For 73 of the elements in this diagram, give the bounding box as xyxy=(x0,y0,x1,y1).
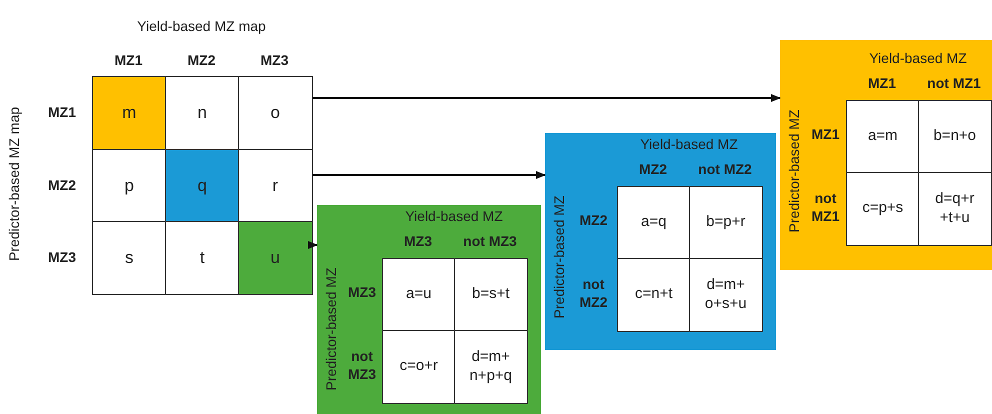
column-header: MZ2 xyxy=(186,52,216,68)
matrix-cell xyxy=(846,172,920,246)
cell-value: b=s+t xyxy=(472,285,510,304)
matrix-cell xyxy=(454,330,528,404)
cell-value: q xyxy=(198,174,207,196)
row-header: MZ2 xyxy=(47,176,77,192)
axis-title: Predictor-based MZ xyxy=(323,266,339,392)
row-header: not MZ1 xyxy=(810,190,840,225)
matrix-cell xyxy=(165,148,240,222)
cell-value: s xyxy=(125,247,134,269)
cell-value: b=p+r xyxy=(706,213,746,232)
matrix-cell xyxy=(165,76,240,150)
row-header: MZ2 xyxy=(578,212,608,230)
cell-value: r xyxy=(272,174,278,196)
cell-value: t xyxy=(200,247,205,269)
cell-value: u xyxy=(270,247,280,269)
cell-value: d=m+ o+s+u xyxy=(704,276,748,314)
matrix-cell xyxy=(382,258,456,332)
cell-value: d=q+r +t+u xyxy=(934,190,976,228)
arrow xyxy=(312,171,546,179)
matrix-cell xyxy=(689,186,762,260)
matrix-cell xyxy=(92,221,166,295)
matrix-cell xyxy=(165,221,240,295)
matrix-cell xyxy=(454,258,528,332)
matrix-panel xyxy=(545,133,776,350)
row-header: MZ3 xyxy=(347,284,377,302)
column-header: not MZ2 xyxy=(697,161,753,177)
axis-title: Predictor-based MZ map xyxy=(6,106,22,264)
column-header: MZ3 xyxy=(403,233,433,249)
axis-title: Yield-based MZ xyxy=(868,50,968,66)
matrix-cell xyxy=(617,186,690,260)
column-header: MZ1 xyxy=(867,75,897,91)
matrix-cell xyxy=(238,221,312,295)
axis-title: Predictor-based MZ xyxy=(551,194,567,320)
axis-title: Predictor-based MZ xyxy=(786,108,802,234)
matrix-cell xyxy=(918,100,992,174)
axis-title: Yield-based MZ xyxy=(404,208,504,224)
matrix-cell xyxy=(918,172,992,246)
cell-value: m xyxy=(122,102,136,124)
cell-value: a=u xyxy=(406,285,432,304)
row-header: not MZ2 xyxy=(578,276,608,311)
cell-value: d=m+ n+p+q xyxy=(468,348,514,386)
matrix-cell xyxy=(238,148,312,222)
matrix-cell xyxy=(382,330,456,404)
column-header: not MZ1 xyxy=(926,75,982,91)
matrix-cell xyxy=(92,76,166,150)
matrix-cell xyxy=(617,258,690,332)
matrix-panel xyxy=(317,205,541,414)
arrow xyxy=(308,241,318,249)
arrow xyxy=(312,94,781,102)
column-header: not MZ3 xyxy=(462,233,518,249)
cell-value: p xyxy=(124,174,134,196)
cell-value: a=q xyxy=(641,213,666,232)
axis-title: Yield-based MZ map xyxy=(136,18,267,34)
cell-value: o xyxy=(270,102,280,124)
row-header: MZ1 xyxy=(47,104,77,120)
matrix-cell xyxy=(238,76,312,150)
cell-value: n xyxy=(198,102,207,124)
matrix-panel xyxy=(780,40,992,270)
cell-value: b=n+o xyxy=(933,127,976,146)
cell-value: c=o+r xyxy=(400,357,438,376)
row-header: MZ1 xyxy=(810,126,840,144)
cell-value: c=n+t xyxy=(634,285,673,304)
column-header: MZ2 xyxy=(638,161,668,177)
matrix-cell xyxy=(689,258,762,332)
axis-title: Yield-based MZ xyxy=(639,136,739,152)
row-header: not MZ3 xyxy=(347,348,377,383)
cell-value: a=m xyxy=(868,127,898,146)
cell-value: c=p+s xyxy=(862,199,904,218)
row-header: MZ3 xyxy=(47,249,77,265)
matrix-cell xyxy=(846,100,920,174)
column-header: MZ1 xyxy=(114,52,144,68)
column-header: MZ3 xyxy=(260,52,290,68)
